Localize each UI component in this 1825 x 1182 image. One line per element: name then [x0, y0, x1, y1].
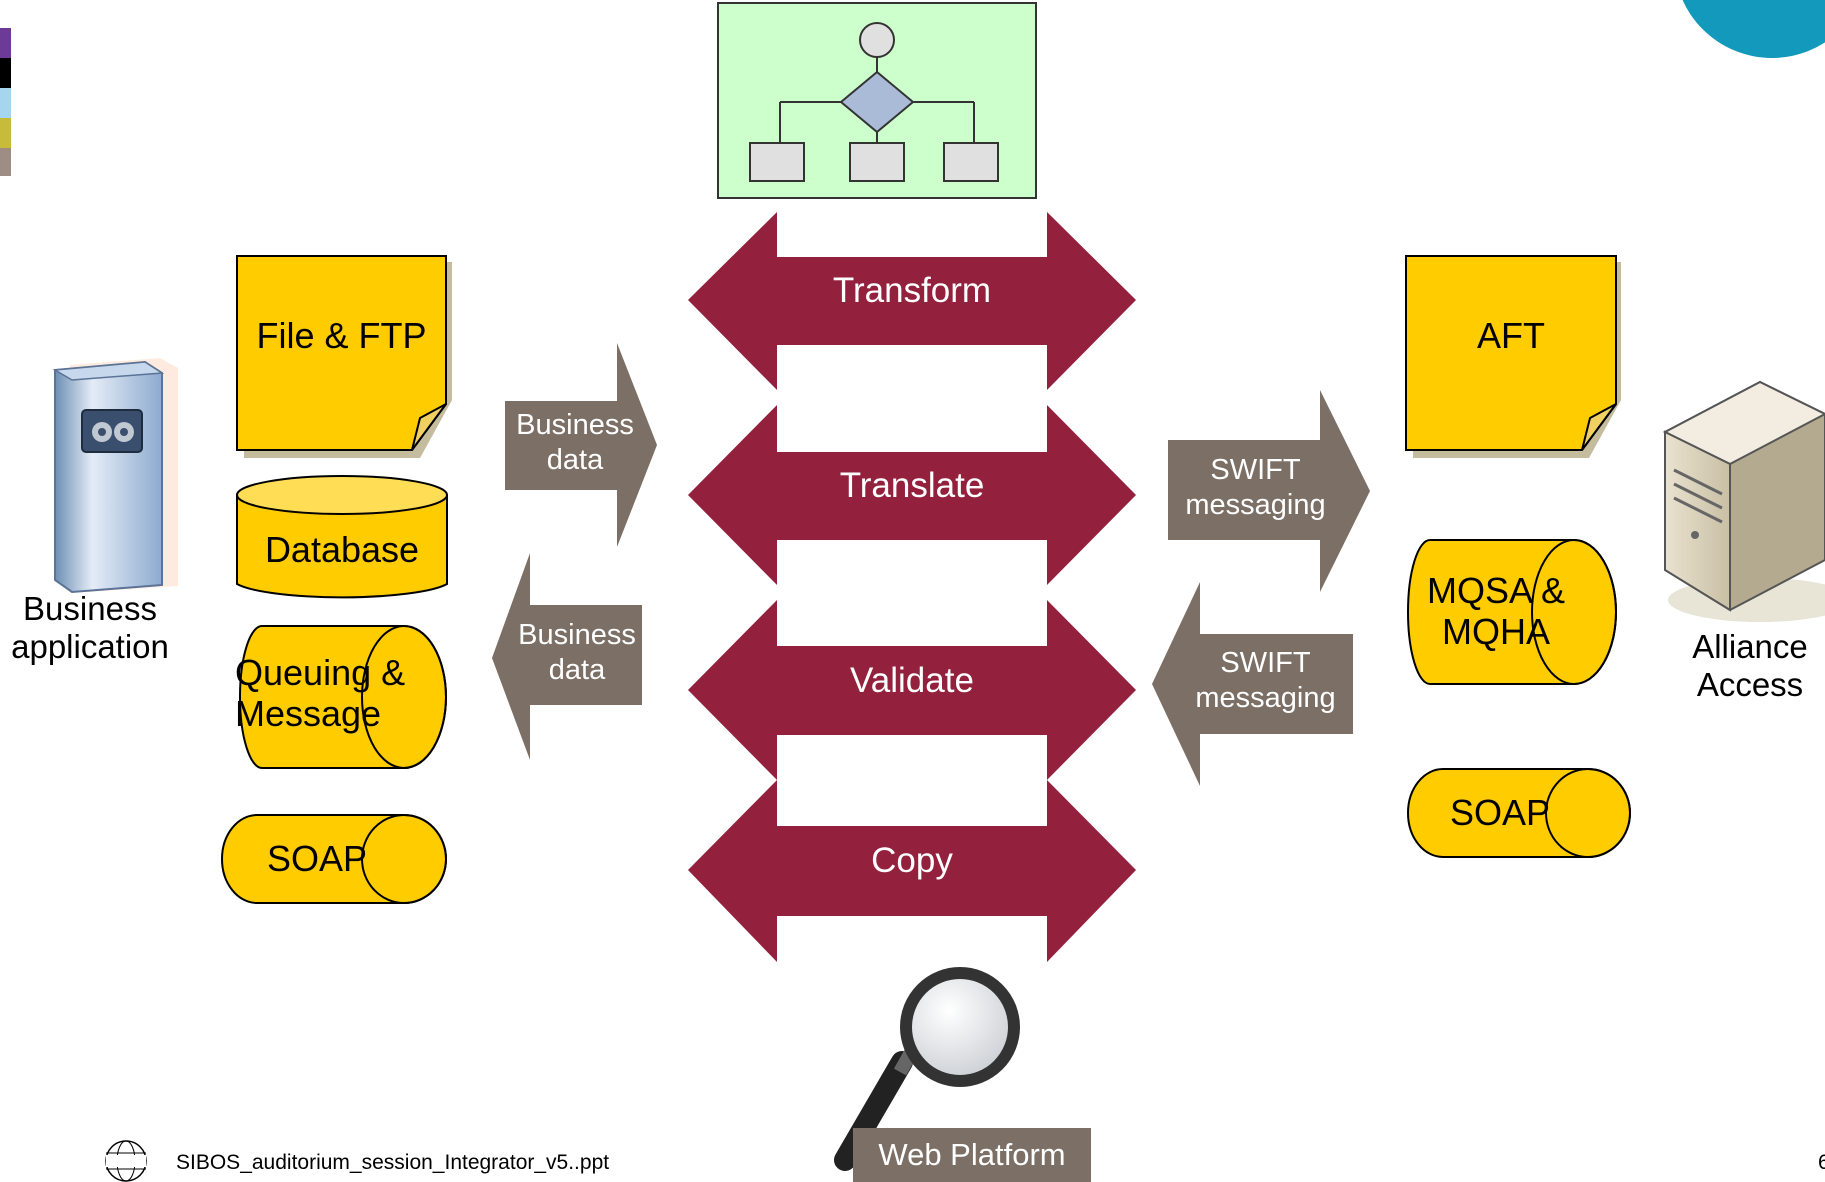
web-platform-label: Web Platform	[853, 1128, 1091, 1182]
database-label: Database	[264, 529, 420, 570]
footer-filename: SIBOS_auditorium_session_Integrator_v5..…	[176, 1151, 610, 1174]
validate-label: Validate	[850, 661, 974, 700]
business-data-in-label: Business data	[516, 409, 634, 476]
business-data-out-label: Business data	[518, 619, 636, 686]
swift-messaging-out-label: SWIFT messaging	[1185, 454, 1326, 521]
soap-left-cylinder	[221, 814, 447, 904]
validate-arrow	[688, 600, 1136, 780]
swift-logo-icon	[105, 1140, 147, 1182]
soap-right-cylinder	[1407, 768, 1631, 858]
swift-messaging-in-arrow	[1152, 582, 1353, 786]
translate-label: Translate	[839, 466, 985, 505]
copy-label: Copy	[871, 841, 953, 880]
aft-label: AFT	[1477, 315, 1545, 356]
business-application-label: Business application	[11, 590, 169, 665]
alliance-access-label: Alliance Access	[1692, 628, 1808, 703]
swift-messaging-out-arrow	[1168, 390, 1370, 592]
business-data-in-arrow	[505, 343, 657, 547]
mqsa-mqha-cylinder	[1407, 539, 1617, 685]
transform-label: Transform	[832, 271, 992, 310]
translate-arrow	[688, 405, 1136, 585]
soap-right-label: SOAP	[1449, 792, 1551, 833]
swift-messaging-in-label: SWIFT messaging	[1195, 647, 1336, 714]
transform-arrow	[688, 212, 1136, 390]
queuing-message-label: Queuing & Message	[235, 652, 406, 735]
flowchart-icon	[717, 2, 1037, 199]
database-cylinder	[236, 475, 448, 599]
mqsa-mqha-label: MQSA & MQHA	[1426, 570, 1566, 653]
page-number: 6	[1818, 1151, 1825, 1174]
business-application-server-icon	[52, 358, 178, 594]
soap-left-label: SOAP	[266, 838, 368, 879]
business-data-out-arrow	[492, 553, 642, 760]
corner-decoration	[1682, 0, 1825, 58]
file-ftp-note	[236, 255, 452, 458]
copy-arrow	[688, 780, 1136, 962]
file-ftp-label: File & FTP	[256, 315, 427, 356]
queuing-message-cylinder	[239, 625, 447, 769]
color-strip	[0, 28, 11, 176]
aft-note	[1405, 255, 1621, 458]
alliance-access-server-icon	[1662, 380, 1825, 622]
